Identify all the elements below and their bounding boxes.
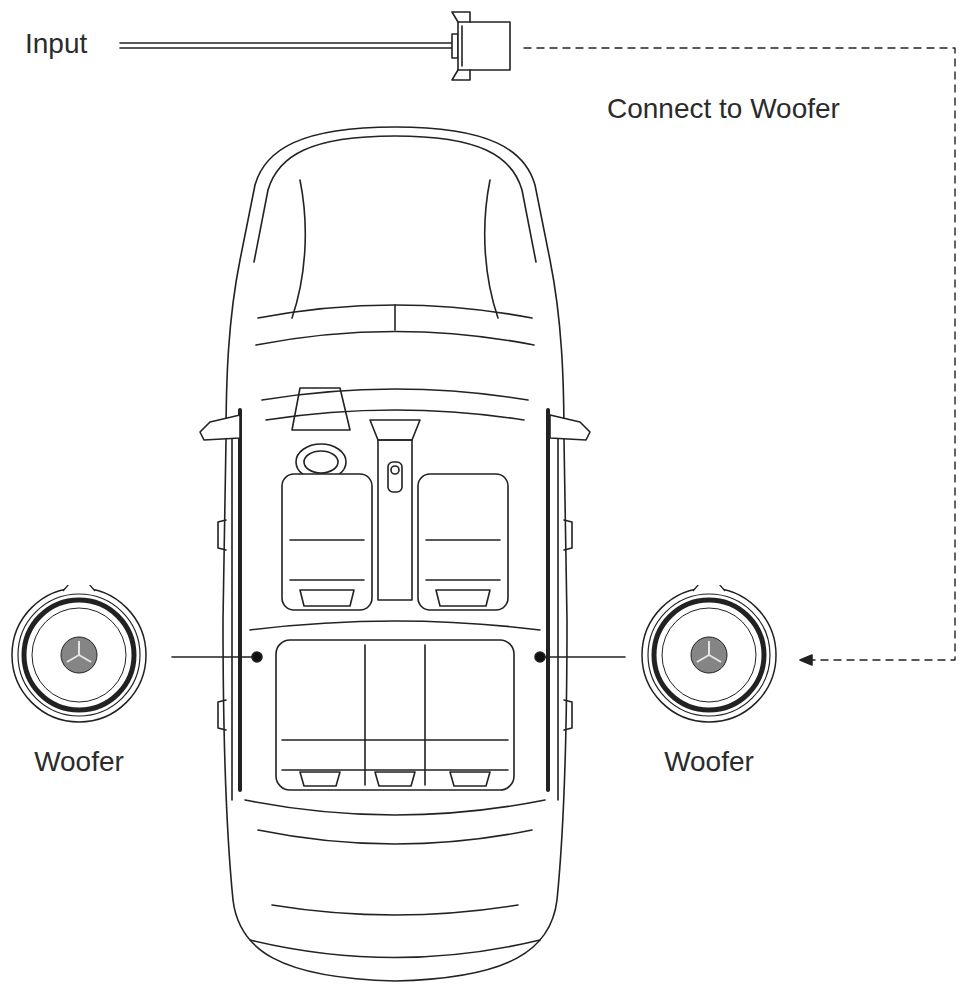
side-mirror — [550, 415, 590, 440]
dashboard-line — [262, 389, 528, 400]
seat-detail — [290, 540, 364, 606]
windshield-line — [256, 332, 534, 346]
input-cable — [120, 12, 510, 80]
windshield-divider — [394, 305, 396, 330]
door-line — [232, 420, 558, 800]
dustcap-spoke — [79, 655, 91, 662]
speaker-surround — [654, 600, 764, 710]
instrument-hood — [292, 388, 350, 430]
cable-line — [120, 42, 456, 44]
plug-clip — [452, 12, 470, 80]
speaker-dustcap — [691, 637, 727, 673]
seat-detail — [426, 540, 500, 606]
woofer-node: Woofer — [8, 585, 150, 785]
note-label: Connect to Woofer — [607, 92, 937, 126]
dashed-route — [524, 48, 955, 665]
speaker-terminal — [63, 585, 95, 591]
front-seat — [418, 474, 508, 610]
leader-lines — [172, 652, 625, 662]
plug-body — [458, 22, 510, 70]
rear-seat-edge — [250, 621, 540, 630]
leader-dot — [535, 652, 545, 662]
bench-divider — [365, 645, 425, 785]
side-mirror — [200, 415, 240, 440]
speaker-ring — [18, 594, 140, 716]
rear-deck-line — [245, 800, 545, 815]
woofer-speaker — [642, 585, 776, 722]
speaker-cone — [662, 608, 756, 702]
speaker-terminal — [693, 585, 725, 591]
leader-dot — [252, 652, 262, 662]
dustcap-spoke — [697, 655, 709, 662]
arrow-head — [800, 655, 812, 665]
cable-line — [120, 47, 456, 49]
input-label: Input — [25, 27, 125, 61]
center-console — [378, 440, 412, 600]
dustcap-spoke — [709, 655, 721, 662]
hood-crease — [292, 180, 498, 318]
dustcap-spoke — [78, 641, 80, 655]
steering-wheel — [304, 451, 338, 473]
console-top — [370, 420, 420, 440]
woofer-label: Woofer — [638, 745, 780, 779]
rear-bench — [276, 640, 514, 790]
dashed-line — [524, 48, 955, 660]
car-outline — [223, 127, 567, 981]
leader-line — [172, 656, 255, 658]
plug-detail — [461, 26, 463, 66]
bench-detail — [282, 740, 508, 770]
dustcap-spoke — [708, 641, 710, 655]
car-body — [200, 127, 590, 981]
woofer-label: Woofer — [8, 745, 150, 779]
speaker-dustcap — [61, 637, 97, 673]
front-seat — [282, 474, 372, 610]
gear-knob — [391, 466, 399, 474]
dashboard-line — [266, 410, 524, 420]
door-edge — [240, 410, 548, 790]
gear-shifter — [388, 462, 402, 492]
woofer-node: Woofer — [638, 585, 780, 785]
speaker-frame — [12, 588, 146, 722]
speaker-frame — [642, 588, 776, 722]
speaker-ring — [648, 594, 770, 716]
rear-deck-line — [258, 830, 532, 844]
door-handle — [218, 520, 572, 550]
speaker-cone — [32, 608, 126, 702]
speaker-surround — [24, 600, 134, 710]
headrest — [300, 772, 490, 786]
trunk-line — [272, 905, 518, 915]
woofer-speaker — [12, 585, 146, 722]
bumper-line — [250, 940, 540, 958]
dustcap-spoke — [67, 655, 79, 662]
plug-collar — [452, 34, 458, 58]
leader-line — [540, 656, 625, 658]
hood-line — [254, 136, 536, 262]
